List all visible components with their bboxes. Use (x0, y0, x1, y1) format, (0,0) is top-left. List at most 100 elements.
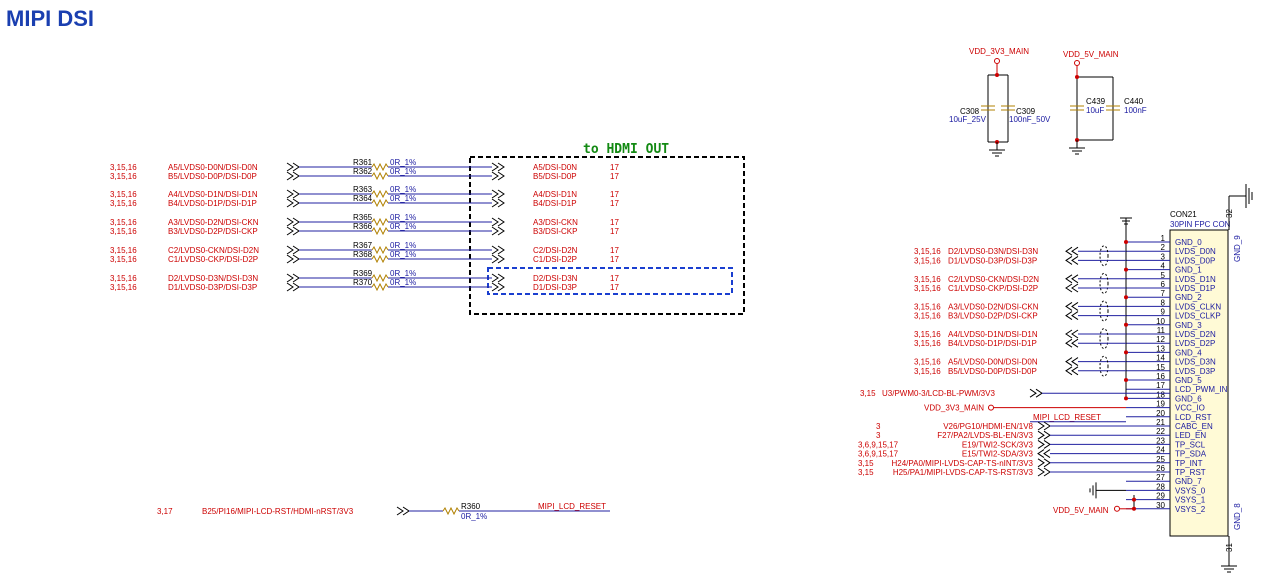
sheet-ref: 3,15 (858, 468, 874, 477)
resistor-ref: R365 (353, 213, 373, 222)
resistor-value: 0R_1% (390, 185, 416, 194)
sheet-ref: 3 (876, 431, 881, 440)
pin-name: VSYS_2 (1175, 505, 1206, 514)
sheet-ref: 3,15,16 (914, 284, 941, 293)
sheet-ref: 3,15,16 (110, 246, 137, 255)
pin-name: LVDS_D2N (1175, 330, 1216, 339)
resistor-icon (371, 226, 389, 236)
offpage-connector-icon (1029, 388, 1043, 398)
resistor-value: 0R_1% (390, 222, 416, 231)
vdd-5v-label: VDD_5V_MAIN (1063, 50, 1119, 59)
net-label: VDD_3V3_MAIN (924, 404, 984, 413)
pin-number: 10 (1156, 317, 1165, 326)
pin-number: 5 (1161, 271, 1166, 280)
offpage-connector-icon (1037, 439, 1051, 449)
cap-ref: C440 (1124, 97, 1144, 106)
net-label: V26/PG10/HDMI-EN/1V8 (943, 422, 1033, 431)
control-row: 3 F27/PA2/LVDS-BL-EN/3V3 (876, 430, 1126, 440)
resistor-value: 0R_1% (390, 269, 416, 278)
offpage-connector-icon (286, 226, 300, 236)
resistor-ref: R361 (353, 158, 373, 167)
pin-name: LED_EN (1175, 431, 1206, 440)
pin-number: 15 (1156, 363, 1165, 372)
resistor-ref: R364 (353, 194, 373, 203)
sheet-ref: 3,15,16 (914, 358, 941, 367)
resistor-ref: R366 (353, 222, 373, 231)
pin-name: VCC_IO (1175, 404, 1205, 413)
power-port-icon (988, 404, 994, 411)
offpage-connector-icon (1065, 255, 1079, 265)
d3-pair-box (487, 267, 733, 295)
fpc-connector: CON21 30PIN FPC CON GND_9 GND_8 32 31 (1169, 184, 1253, 573)
resistor-icon (371, 189, 389, 199)
resistor-icon (371, 217, 389, 227)
net-label: E19/TWI2-SCK/3V3 (962, 440, 1034, 449)
net-label: A3/LVDS0-D2N/DSI-CKN (948, 302, 1039, 311)
net-label: A3/LVDS0-D2N/DSI-CKN (168, 218, 259, 227)
pin-number: 30 (1156, 501, 1165, 510)
pin-number: 26 (1156, 464, 1165, 473)
offpage-connector-icon (286, 189, 300, 199)
offpage-connector-icon (491, 189, 505, 199)
net-label: C1/LVDS0-CKP/DSI-D2P (168, 255, 258, 264)
pin-name: GND_5 (1175, 376, 1202, 385)
offpage-connector-icon (1065, 366, 1079, 376)
sheet-ref: 3,15,16 (914, 247, 941, 256)
sheet-ref: 3,17 (157, 507, 173, 516)
resistor-icon (371, 282, 389, 292)
resistor-ref: R370 (353, 278, 373, 287)
pin-number: 1 (1161, 234, 1166, 243)
pin-number: 7 (1161, 289, 1166, 298)
net-label: MIPI_LCD_RESET (1033, 413, 1101, 422)
pin-name: LVDS_D1P (1175, 284, 1215, 293)
connector-body (1169, 229, 1229, 537)
offpage-connector-icon (1065, 246, 1079, 256)
sheet-ref: 3,15,16 (914, 302, 941, 311)
resistor-ref: R362 (353, 167, 373, 176)
connector-ref: CON21 (1170, 210, 1197, 219)
hdmi-net-label: B3/DSI-CKP (533, 227, 577, 236)
net-label: D1/LVDS0-D3P/DSI-D3P (168, 283, 257, 292)
offpage-connector-icon (491, 273, 505, 283)
hdmi-net-label: A4/DSI-D1N (533, 190, 577, 199)
pin-number: 3 (1161, 252, 1166, 261)
diff-pair-marker (1099, 300, 1109, 322)
vdd-3v3-port-icon (994, 58, 1000, 64)
cap-value: 10uF_25V (949, 115, 987, 124)
offpage-connector-icon (1065, 283, 1079, 293)
offpage-connector-icon (286, 282, 300, 292)
cap-ref: C309 (1016, 107, 1036, 116)
pin-number: 28 (1156, 482, 1165, 491)
offpage-connector-icon (286, 171, 300, 181)
hdmi-net-label: B4/DSI-D1P (533, 199, 577, 208)
vdd-5v-port-icon (1074, 60, 1080, 66)
net-label: F27/PA2/LVDS-BL-EN/3V3 (937, 431, 1033, 440)
offpage-connector-icon (1065, 338, 1079, 348)
offpage-connector-icon (286, 217, 300, 227)
pin-name: GND_6 (1175, 394, 1202, 403)
sheet-ref: 3,15,16 (110, 218, 137, 227)
